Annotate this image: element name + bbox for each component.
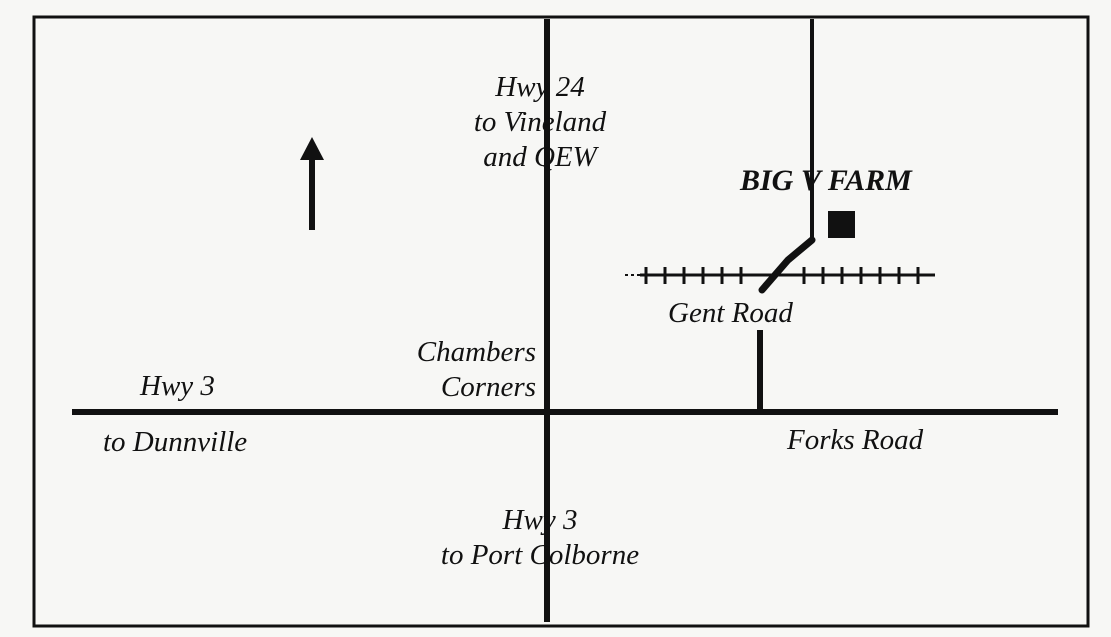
farm-square-icon (828, 211, 855, 238)
chambers-label-line2: Corners (440, 370, 536, 403)
hwy24-label-line3: and QEW (483, 140, 597, 173)
hwy24-label-line1: Hwy 24 (495, 71, 585, 103)
north-arrow-icon (300, 137, 324, 230)
hwy24-label: Hwy 24 to Vineland and QEW (430, 70, 650, 174)
chambers-corners-label: Chambers Corners (350, 335, 536, 405)
hwy3-west-label-line1: Hwy 3 (140, 370, 215, 402)
map-frame (32, 15, 1090, 628)
farm-name-label: BIG V FARM (740, 164, 912, 197)
hwy3-south-label-line1: Hwy 3 (502, 504, 578, 536)
farm-lane (758, 236, 816, 294)
hwy24-label-line2: to Vineland (473, 105, 607, 138)
forks-road-label: Forks Road (787, 424, 924, 456)
chambers-label-line1: Chambers (416, 336, 536, 368)
hwy3-west-label-line2: to Dunnville (103, 426, 248, 458)
gent-road-label: Gent Road (668, 297, 793, 329)
hwy3-south-label-line2: to Port Colborne (440, 538, 640, 571)
railway-track-icon (625, 267, 935, 284)
hwy3-south-label: Hwy 3 to Port Colborne (400, 503, 680, 573)
